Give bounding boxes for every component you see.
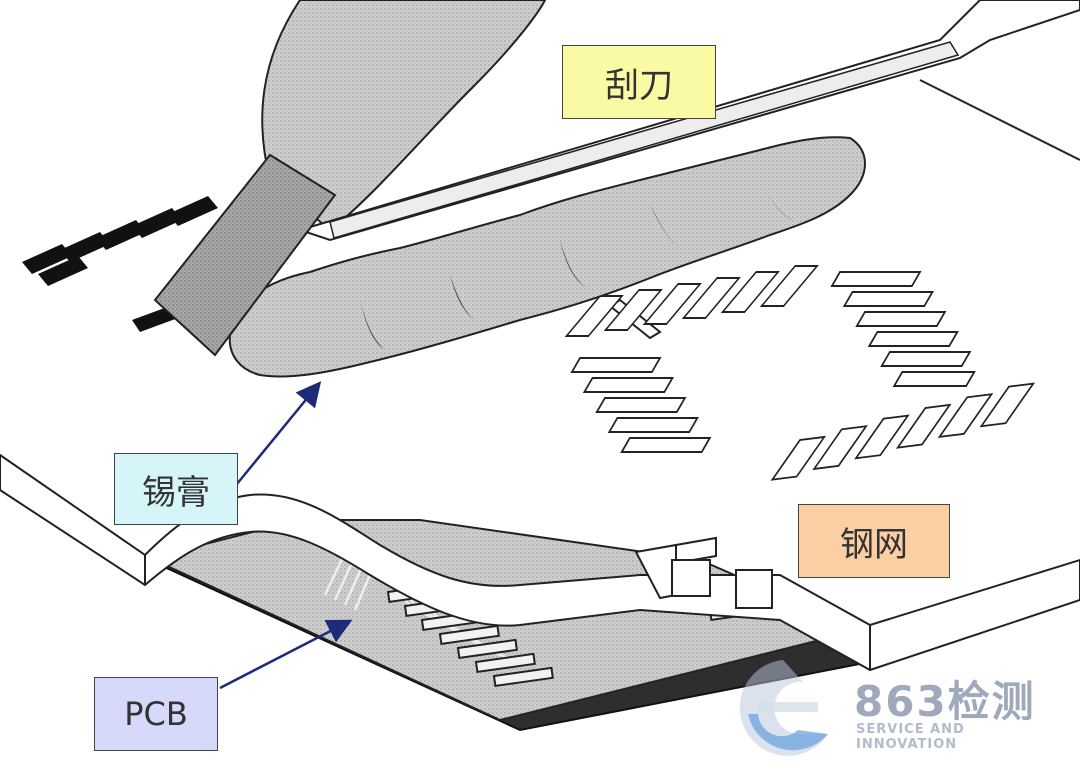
solder-paste-roll — [228, 136, 866, 378]
pcb-label: PCB — [94, 677, 218, 751]
solder-paste-label: 锡膏 — [114, 453, 238, 525]
squeegee-holder — [261, 0, 547, 232]
watermark: 863检测 SERVICE AND INNOVATION — [728, 652, 1068, 762]
watermark-logo-icon — [739, 660, 828, 756]
squeegee-blade — [296, 0, 1080, 242]
paste-arrow — [231, 381, 322, 491]
watermark-subtitle: SERVICE AND INNOVATION — [856, 722, 965, 752]
pcb-arrow — [219, 619, 353, 690]
squeegee-rubber — [153, 153, 337, 357]
stencil-sheet — [0, 79, 1080, 672]
watermark-title: 863检测 — [854, 677, 1036, 726]
squeegee-label: 刮刀 — [562, 45, 716, 119]
stencil-components — [634, 536, 773, 609]
arrows — [219, 381, 353, 690]
stencil-apertures — [564, 265, 1036, 481]
left-pad-stripes — [22, 196, 218, 332]
stencil-label: 钢网 — [798, 504, 950, 578]
